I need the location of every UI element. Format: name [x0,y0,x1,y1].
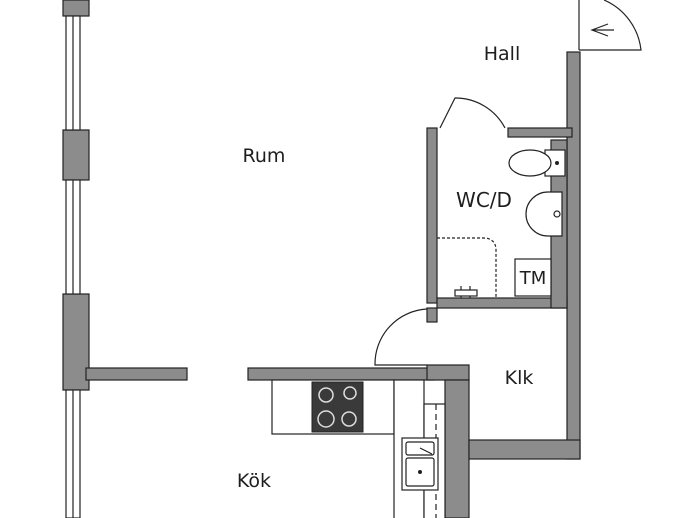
washbasin-icon [525,191,563,237]
wc-door [439,97,506,129]
room-label-wcd: WC/D [456,188,512,212]
window-2 [65,179,81,295]
sink-icon [401,437,439,491]
window-3 [65,389,81,518]
room-label-hall: Hall [484,43,521,65]
klk-door [374,308,428,366]
interior-walls [247,51,581,518]
shower-icon [437,237,497,298]
room-label-tm: TM [519,268,547,289]
room-label-rum: Rum [243,145,286,167]
room-label-klk: Klk [505,367,534,389]
left-exterior-wall [62,0,188,391]
stove-icon [311,381,364,433]
arrow-left-icon [590,23,614,37]
window-1 [65,15,81,131]
toilet-icon [508,149,566,177]
room-label-kok: Kök [237,470,271,492]
entrance-door [578,0,642,51]
tm-box [514,258,552,297]
